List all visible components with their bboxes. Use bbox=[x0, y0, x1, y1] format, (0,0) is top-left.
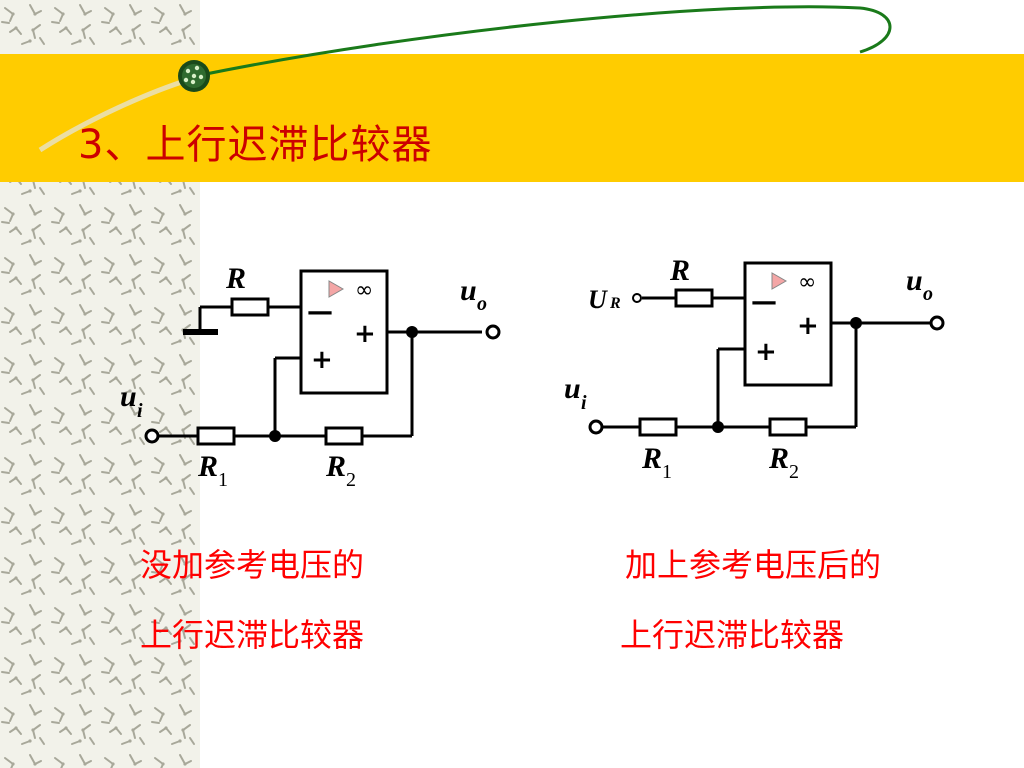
opamp-box bbox=[299, 269, 389, 395]
caption-left-line1: 没加参考电压的 bbox=[140, 546, 365, 584]
label-r1-subscript: 1 bbox=[662, 461, 672, 483]
junction-output bbox=[850, 317, 862, 329]
circuit-without-reference: ∞ — + + R R 1 R 2 u i u o bbox=[120, 262, 501, 491]
label-output: u bbox=[460, 274, 477, 307]
resistor-r bbox=[674, 288, 714, 308]
input-terminal bbox=[144, 428, 160, 444]
resistor-r2 bbox=[768, 417, 808, 437]
output-terminal bbox=[929, 315, 945, 331]
node-bead-icon bbox=[178, 60, 210, 92]
caption-right-line2: 上行迟滞比较器 bbox=[620, 616, 845, 654]
infinity-symbol: ∞ bbox=[798, 270, 816, 295]
infinity-symbol: ∞ bbox=[355, 278, 373, 303]
minus-sign: — bbox=[307, 297, 333, 327]
plus-sign-top: + bbox=[797, 311, 819, 341]
plus-sign-bottom: + bbox=[311, 345, 333, 375]
resistor-r2 bbox=[324, 426, 364, 446]
slide-title: 3、上行迟滞比较器 bbox=[78, 122, 433, 168]
label-input: u bbox=[564, 372, 581, 405]
junction-input-node bbox=[269, 430, 281, 442]
title-decoration bbox=[38, 5, 892, 153]
resistor-r1 bbox=[638, 417, 678, 437]
junction-output bbox=[406, 326, 418, 338]
caption-right-line1: 加上参考电压后的 bbox=[625, 546, 882, 584]
label-r2: R bbox=[768, 442, 789, 475]
label-reference: U bbox=[588, 285, 608, 314]
label-output-subscript: o bbox=[923, 283, 933, 305]
label-input-subscript: i bbox=[137, 400, 143, 422]
resistor-r bbox=[230, 297, 270, 317]
label-r: R bbox=[669, 254, 690, 287]
reference-terminal bbox=[632, 293, 642, 303]
output-terminal bbox=[485, 324, 501, 340]
label-r1: R bbox=[197, 450, 218, 483]
label-r: R bbox=[225, 262, 246, 295]
decorative-arc bbox=[195, 5, 892, 78]
decorative-tail bbox=[38, 77, 189, 153]
label-input-subscript: i bbox=[581, 392, 587, 414]
opamp-triangle-icon bbox=[771, 272, 788, 290]
resistor-r1 bbox=[196, 426, 236, 446]
label-r2-subscript: 2 bbox=[346, 469, 356, 491]
opamp-box bbox=[743, 261, 833, 387]
caption-left-line2: 上行迟滞比较器 bbox=[140, 616, 365, 654]
junction-input-node bbox=[712, 421, 724, 433]
label-reference-subscript: R bbox=[609, 295, 621, 312]
label-input: u bbox=[120, 380, 137, 413]
label-output: u bbox=[906, 264, 923, 297]
plus-sign-top: + bbox=[354, 319, 376, 349]
title-band bbox=[0, 54, 1024, 182]
circuit-with-reference: ∞ — + + R U R R 1 R 2 u i u o bbox=[564, 254, 945, 483]
opamp-triangle-icon bbox=[328, 280, 345, 298]
plus-sign-bottom: + bbox=[755, 337, 777, 367]
label-output-subscript: o bbox=[477, 293, 487, 315]
input-terminal bbox=[588, 419, 604, 435]
label-r2: R bbox=[325, 450, 346, 483]
label-r1: R bbox=[641, 442, 662, 475]
minus-sign: — bbox=[751, 287, 777, 317]
label-r1-subscript: 1 bbox=[218, 469, 228, 491]
label-r2-subscript: 2 bbox=[789, 461, 799, 483]
